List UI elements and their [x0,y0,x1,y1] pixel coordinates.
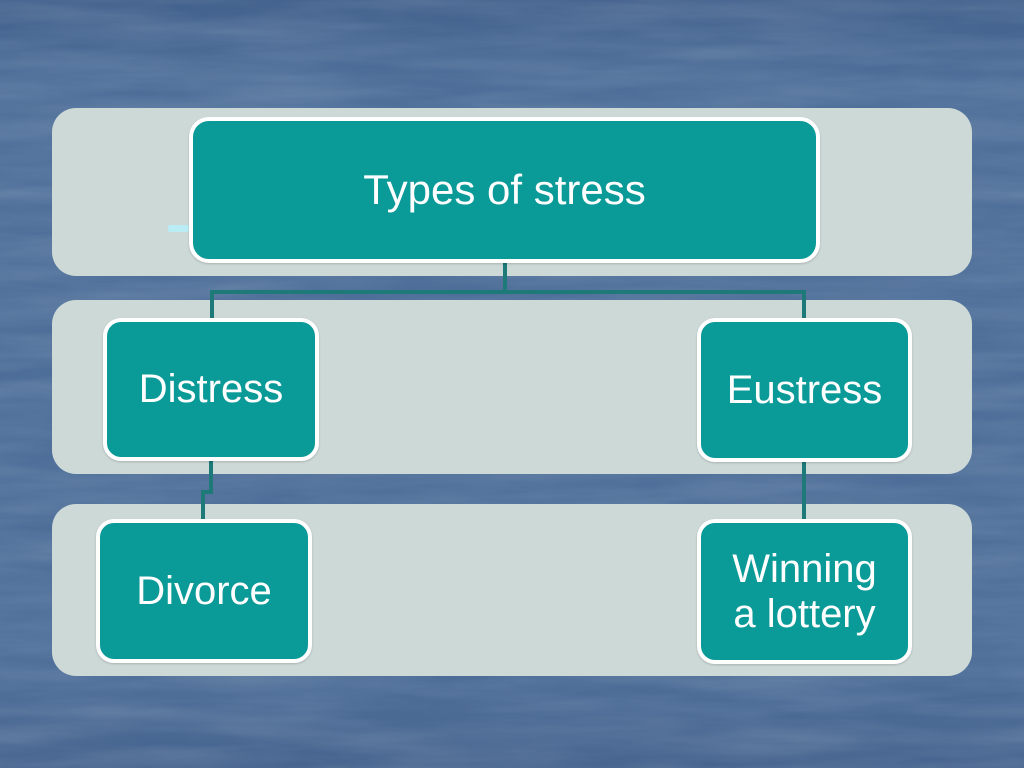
node-label: Divorce [136,568,272,613]
node-label: Eustress [726,367,883,412]
connector-drop-to-divorce [201,490,205,522]
connector-drop-to-eustress [802,290,806,320]
node-divorce: Divorce [96,519,312,663]
node-winning-a-lottery: Winning a lottery [697,519,912,664]
node-distress: Distress [103,318,319,461]
accent-dash [168,225,189,232]
node-label: Types of stress [363,166,646,214]
connector-drop-to-distress [210,290,214,320]
node-label: Distress [138,367,284,412]
node-label: Winning a lottery [732,546,877,636]
node-types-of-stress: Types of stress [189,117,820,263]
node-eustress: Eustress [697,318,912,462]
connector-distress-stem [209,458,213,494]
connector-drop-to-winning [802,458,806,522]
connector-branch-horizontal [210,290,806,294]
